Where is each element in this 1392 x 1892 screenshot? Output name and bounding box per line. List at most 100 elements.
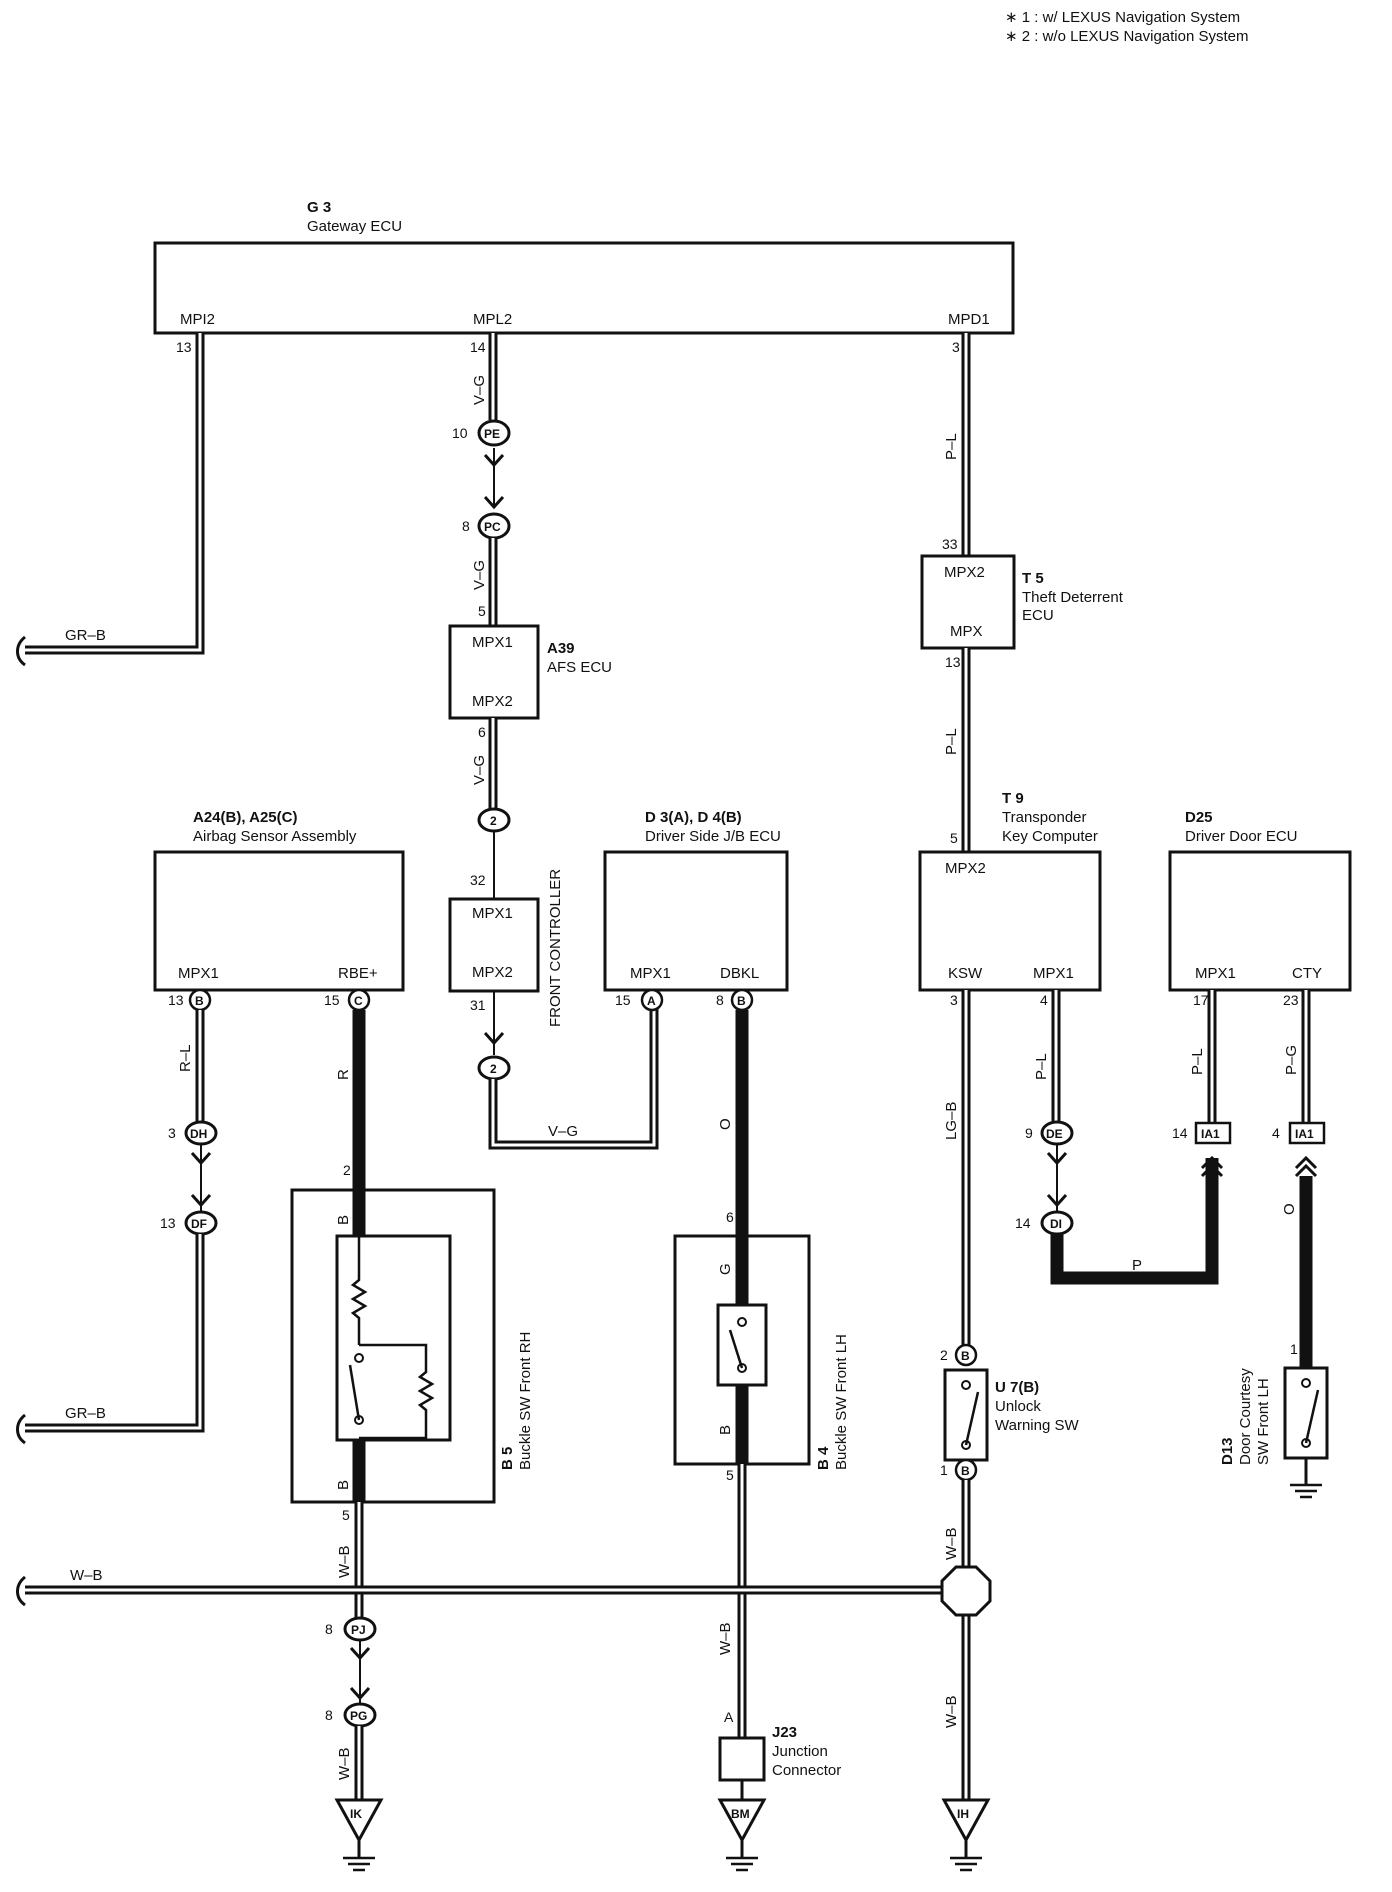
ground-ik: IK <box>334 1798 384 1872</box>
svg-text:IH: IH <box>957 1807 969 1821</box>
svg-text:AFS ECU: AFS ECU <box>547 659 612 676</box>
svg-text:Key Computer: Key Computer <box>1002 828 1098 845</box>
gateway-ecu-name: Gateway ECU <box>307 218 402 235</box>
pin-mpl2: MPL2 <box>473 311 512 328</box>
svg-text:5: 5 <box>726 1467 734 1483</box>
svg-text:A: A <box>724 1709 734 1725</box>
svg-text:Junction: Junction <box>772 1743 828 1760</box>
svg-text:Driver Door ECU: Driver Door ECU <box>1185 828 1298 845</box>
svg-text:17: 17 <box>1193 992 1209 1008</box>
svg-text:6: 6 <box>726 1209 734 1225</box>
svg-text:5: 5 <box>342 1507 350 1523</box>
pin-mpd1: MPD1 <box>948 311 990 328</box>
svg-text:2: 2 <box>940 1347 948 1363</box>
svg-text:Airbag Sensor Assembly: Airbag Sensor Assembly <box>193 828 357 845</box>
wire-v-g-bottom: 31 2 V–G <box>470 991 659 1150</box>
svg-text:KSW: KSW <box>948 965 983 982</box>
svg-text:SW Front LH: SW Front LH <box>1255 1378 1272 1465</box>
buckle-sw-front-rh: B B B 5 Buckle SW Front RH <box>290 1188 534 1504</box>
svg-text:13: 13 <box>176 339 192 355</box>
jb-pins: 15 A 8 B <box>615 988 754 1012</box>
svg-text:1: 1 <box>940 1462 948 1478</box>
svg-text:W–B: W–B <box>943 1695 960 1728</box>
svg-text:B: B <box>961 1464 970 1478</box>
svg-text:MPX1: MPX1 <box>1033 965 1074 982</box>
svg-text:DH: DH <box>190 1127 207 1141</box>
svg-text:CTY: CTY <box>1292 965 1322 982</box>
front-controller: MPX1 MPX2 FRONT CONTROLLER <box>448 869 564 1027</box>
wire-p-l-transponder: 13 P–L 5 <box>943 648 971 852</box>
wire-v-g-column: 14 V–G 10 PE 8 PC V–G 5 <box>452 333 511 626</box>
svg-text:C: C <box>354 994 363 1008</box>
svg-text:DI: DI <box>1050 1217 1062 1231</box>
svg-text:3: 3 <box>168 1125 176 1141</box>
door-courtesy-sw: D13 Door Courtesy SW Front LH <box>1219 1366 1329 1499</box>
svg-text:V–G: V–G <box>471 755 488 785</box>
svg-text:B: B <box>717 1425 734 1435</box>
svg-text:W–B: W–B <box>717 1622 734 1655</box>
svg-text:P–L: P–L <box>943 728 960 755</box>
svg-text:B 4: B 4 <box>815 1446 832 1470</box>
wire-w-b-rh: 5 W–B 8 PJ 8 PG W–B <box>325 1502 377 1800</box>
svg-text:PG: PG <box>350 1709 367 1723</box>
junction-connector: J23 Junction Connector <box>718 1724 841 1800</box>
svg-text:PJ: PJ <box>351 1623 366 1637</box>
wire-p-g-door: 23 P–G 4 IA1 O 1 <box>1272 990 1326 1368</box>
svg-text:Transponder: Transponder <box>1002 809 1087 826</box>
svg-text:33: 33 <box>942 536 958 552</box>
wire-lg-b: 3 LG–B 2 B <box>940 990 978 1367</box>
svg-text:3: 3 <box>950 992 958 1008</box>
svg-text:O: O <box>1281 1203 1298 1215</box>
wire-w-b-bus: W–B <box>16 1567 945 1607</box>
svg-text:V–G: V–G <box>471 375 488 405</box>
wire-p-l-de: 4 P–L 9 DE 14 DI P <box>1015 990 1224 1285</box>
svg-text:5: 5 <box>478 603 486 619</box>
svg-text:BM: BM <box>731 1807 750 1821</box>
svg-text:A39: A39 <box>547 640 575 657</box>
svg-text:4: 4 <box>1040 992 1048 1008</box>
ground-ih: IH <box>941 1798 991 1872</box>
svg-text:5: 5 <box>950 830 958 846</box>
svg-text:B: B <box>737 994 746 1008</box>
svg-text:B: B <box>335 1215 352 1225</box>
svg-text:Unlock: Unlock <box>995 1398 1041 1415</box>
svg-text:D13: D13 <box>1219 1437 1236 1465</box>
unlock-warning-sw: U 7(B) Unlock Warning SW 1 B <box>940 1368 1079 1482</box>
svg-text:14: 14 <box>1015 1215 1031 1231</box>
svg-text:Buckle SW Front LH: Buckle SW Front LH <box>833 1334 850 1470</box>
svg-text:P–L: P–L <box>1189 1048 1206 1075</box>
svg-text:R: R <box>335 1069 352 1080</box>
svg-text:DBKL: DBKL <box>720 965 759 982</box>
svg-text:RBE+: RBE+ <box>338 965 378 982</box>
wire-o-buckle-lh: O 6 <box>717 1010 749 1240</box>
svg-text:8: 8 <box>325 1707 333 1723</box>
svg-text:W–B: W–B <box>336 1747 353 1780</box>
svg-text:14: 14 <box>470 339 486 355</box>
svg-text:P–L: P–L <box>1033 1053 1050 1080</box>
svg-text:Door Courtesy: Door Courtesy <box>1237 1368 1254 1465</box>
svg-text:V–G: V–G <box>471 560 488 590</box>
svg-text:Buckle SW Front RH: Buckle SW Front RH <box>517 1332 534 1470</box>
svg-text:32: 32 <box>470 872 486 888</box>
afs-ecu: MPX1 MPX2 A39 AFS ECU <box>448 624 612 720</box>
svg-text:W–B: W–B <box>943 1527 960 1560</box>
svg-text:23: 23 <box>1283 992 1299 1008</box>
svg-text:J23: J23 <box>772 1724 797 1741</box>
svg-text:2: 2 <box>343 1162 351 1178</box>
svg-text:W–B: W–B <box>336 1545 353 1578</box>
svg-text:MPX2: MPX2 <box>945 860 986 877</box>
wire-w-b-lh: 5 W–B A <box>717 1464 747 1738</box>
wire-v-g-mid: 6 V–G 2 32 <box>470 718 511 900</box>
svg-text:GR–B: GR–B <box>65 627 106 644</box>
wire-w-b-right: W–B W–B <box>940 1480 992 1800</box>
wire-r-l: R–L 3 DH 13 DF GR–B <box>16 1010 218 1445</box>
note-2: ∗ 2 : w/o LEXUS Navigation System <box>1005 28 1249 45</box>
svg-text:LG–B: LG–B <box>943 1102 960 1140</box>
svg-text:MPX1: MPX1 <box>178 965 219 982</box>
svg-text:T 9: T 9 <box>1002 790 1024 807</box>
svg-text:DE: DE <box>1046 1127 1063 1141</box>
svg-text:B: B <box>961 1349 970 1363</box>
wire-gr-b-top: 13 GR–B <box>16 333 205 667</box>
svg-text:Warning SW: Warning SW <box>995 1417 1079 1434</box>
